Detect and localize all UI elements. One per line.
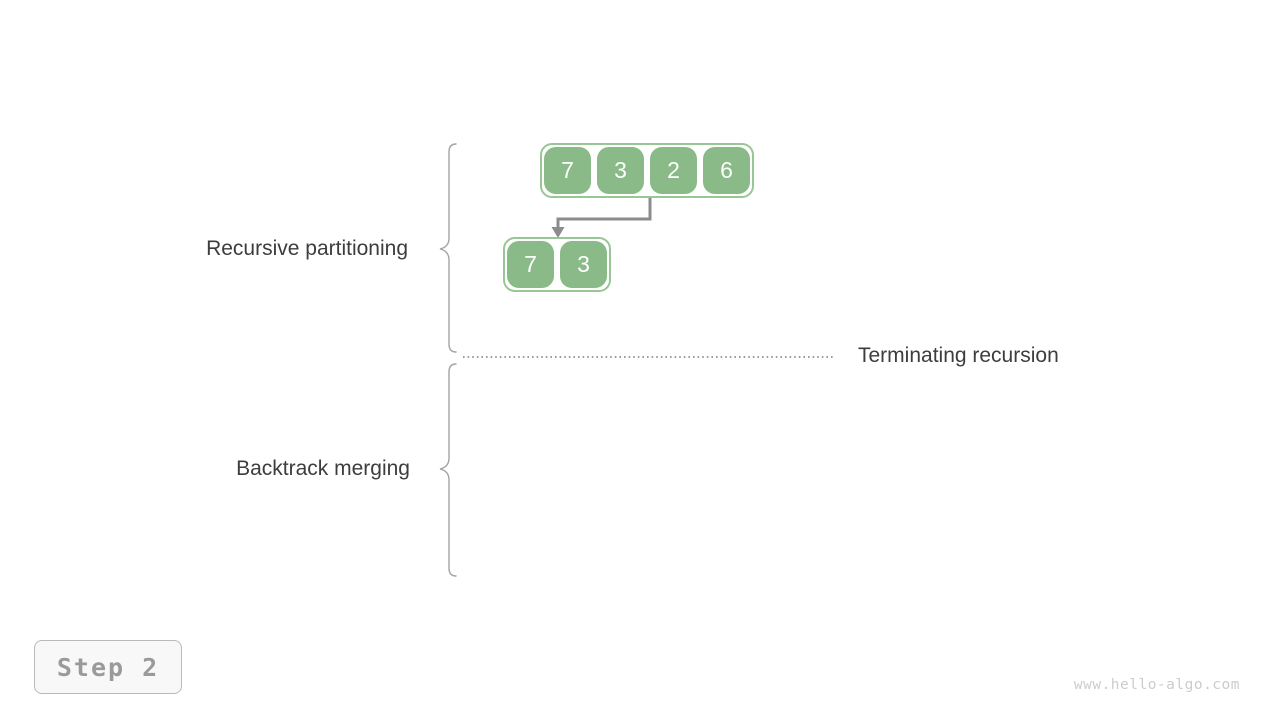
step-badge: Step 2 <box>34 640 182 694</box>
label-terminating-recursion: Terminating recursion <box>858 344 1059 367</box>
label-backtrack-merging: Backtrack merging <box>236 457 410 480</box>
watermark: www.hello-algo.com <box>1073 677 1240 693</box>
array-cell: 3 <box>597 147 644 194</box>
partition-arrow <box>556 198 652 228</box>
array-cell: 2 <box>650 147 697 194</box>
brace-backtrack-merging <box>439 363 457 577</box>
array-left-half: 7 3 <box>503 237 611 292</box>
label-recursive-partitioning: Recursive partitioning <box>206 237 408 260</box>
array-full: 7 3 2 6 <box>540 143 754 198</box>
array-cell: 7 <box>544 147 591 194</box>
array-cell: 6 <box>703 147 750 194</box>
array-cell: 7 <box>507 241 554 288</box>
brace-recursive-partitioning <box>439 143 457 353</box>
array-cell: 3 <box>560 241 607 288</box>
